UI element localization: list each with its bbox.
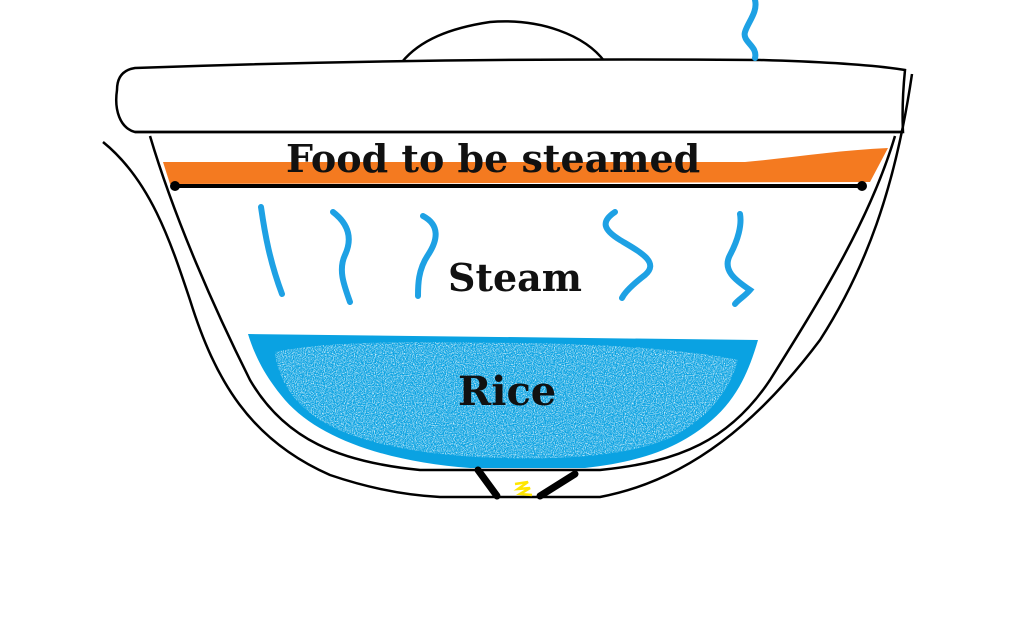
tray-rivet-right: [857, 181, 867, 191]
escaping-steam-wave: [741, 0, 759, 61]
food-layer: [163, 148, 888, 184]
lid-knob: [401, 20, 607, 63]
steam-wave: [330, 209, 353, 305]
burner-stand: [474, 466, 579, 500]
inner-pot: [148, 135, 897, 472]
flame-icon: [513, 480, 533, 497]
steam-wave: [258, 204, 285, 297]
tray-rivet-left: [170, 181, 180, 191]
rice-layer: [275, 342, 738, 459]
steam-label: Steam: [448, 255, 583, 300]
rice-label: Rice: [458, 368, 557, 415]
food-label: Food to be steamed: [286, 136, 701, 181]
steam-wave: [602, 209, 654, 301]
steam-wave: [415, 213, 439, 299]
pot-lid: [115, 58, 907, 134]
steam-waves: [258, 204, 755, 307]
outer-pot: [102, 73, 914, 499]
steam-wave: [724, 211, 755, 307]
